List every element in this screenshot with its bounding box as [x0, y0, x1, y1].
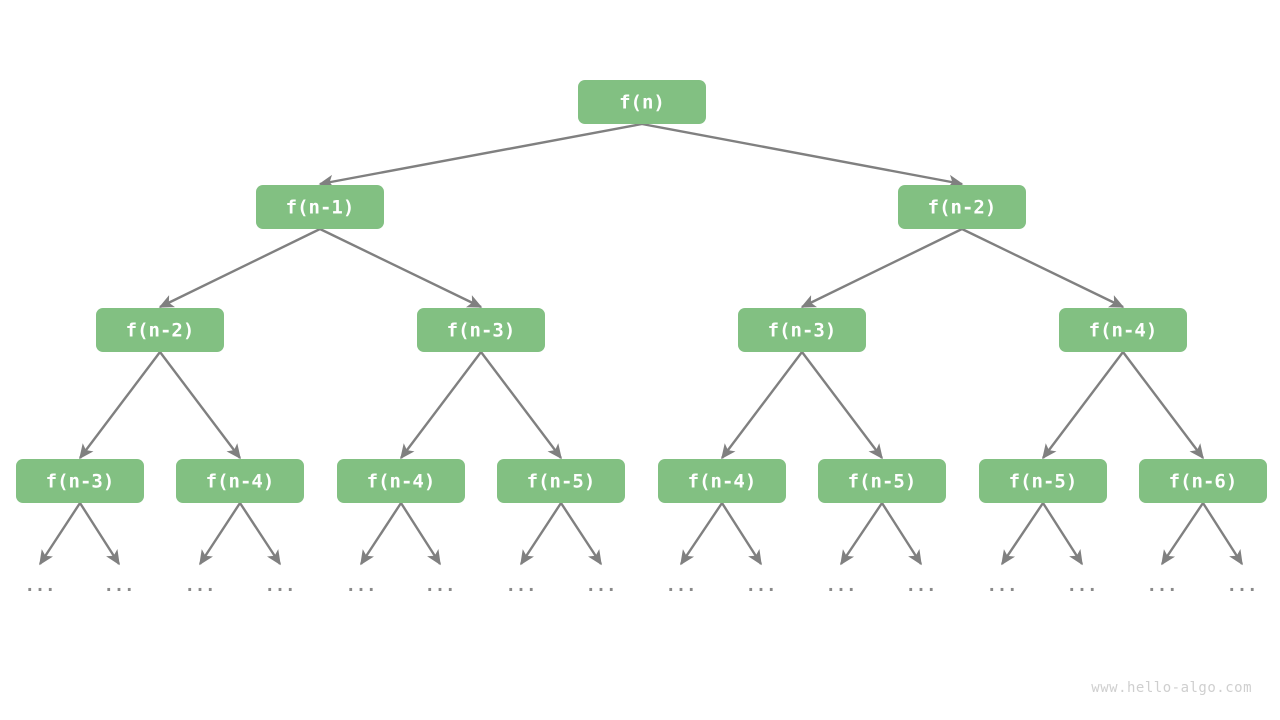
tree-node[interactable]: f(n-4) — [1059, 308, 1187, 352]
ellipsis-marker: ... — [185, 576, 216, 596]
edges-layer — [38, 122, 1244, 566]
tree-edge — [641, 122, 964, 189]
tree-edge — [480, 351, 562, 460]
tree-edge — [238, 502, 282, 566]
tree-edge — [800, 227, 963, 309]
ellipsis-marker: ... — [425, 576, 456, 596]
node-box — [979, 459, 1107, 503]
ellipsis-marker: ... — [1147, 576, 1178, 596]
node-box — [658, 459, 786, 503]
tree-node[interactable]: f(n-5) — [818, 459, 946, 503]
ellipses-layer: ........................................… — [25, 576, 1258, 596]
tree-edge — [38, 502, 82, 566]
tree-edge — [801, 351, 883, 460]
tree-node[interactable]: f(n) — [578, 80, 706, 124]
tree-edge — [1122, 351, 1204, 460]
node-label: f(n-5) — [1009, 471, 1078, 493]
node-label: f(n-4) — [367, 471, 436, 493]
node-box — [578, 80, 706, 124]
node-box — [417, 308, 545, 352]
node-label: f(n-3) — [447, 320, 516, 342]
ellipsis-marker: ... — [346, 576, 377, 596]
ellipsis-marker: ... — [987, 576, 1018, 596]
tree-node[interactable]: f(n-5) — [497, 459, 625, 503]
ellipsis-marker: ... — [104, 576, 135, 596]
node-box — [497, 459, 625, 503]
ellipsis-marker: ... — [25, 576, 56, 596]
tree-edge — [78, 502, 121, 566]
tree-node[interactable]: f(n-4) — [176, 459, 304, 503]
tree-node[interactable]: f(n-2) — [96, 308, 224, 352]
tree-edge — [399, 502, 442, 566]
tree-edge — [1001, 502, 1044, 566]
node-box — [16, 459, 144, 503]
ellipsis-marker: ... — [826, 576, 857, 596]
tree-edge — [680, 502, 723, 566]
tree-edge — [519, 502, 563, 566]
tree-node[interactable]: f(n-4) — [337, 459, 465, 503]
tree-edge — [559, 502, 603, 566]
tree-node[interactable]: f(n-3) — [417, 308, 545, 352]
node-box — [1059, 308, 1187, 352]
tree-edge — [1042, 351, 1124, 460]
tree-edge — [198, 502, 242, 566]
node-box — [96, 308, 224, 352]
tree-edge — [961, 227, 1125, 309]
node-box — [1139, 459, 1267, 503]
node-label: f(n-3) — [46, 471, 115, 493]
node-label: f(n-4) — [206, 471, 275, 493]
tree-edge — [159, 351, 241, 460]
tree-edge — [840, 502, 883, 566]
tree-edge — [319, 227, 483, 309]
tree-edge — [400, 351, 482, 460]
tree-edge — [721, 351, 803, 460]
watermark-label: www.hello-algo.com — [1091, 680, 1252, 696]
tree-node[interactable]: f(n-5) — [979, 459, 1107, 503]
node-label: f(n-3) — [768, 320, 837, 342]
node-label: f(n-6) — [1169, 471, 1238, 493]
node-label: f(n-2) — [126, 320, 195, 342]
tree-edge — [880, 502, 923, 566]
ellipsis-marker: ... — [506, 576, 537, 596]
ellipsis-marker: ... — [746, 576, 777, 596]
tree-edge — [1161, 502, 1204, 566]
ellipsis-marker: ... — [265, 576, 296, 596]
tree-edge — [79, 351, 161, 460]
node-box — [176, 459, 304, 503]
tree-edge — [720, 502, 763, 566]
tree-node[interactable]: f(n-3) — [16, 459, 144, 503]
ellipsis-marker: ... — [1227, 576, 1258, 596]
node-box — [256, 185, 384, 229]
node-label: f(n-1) — [286, 197, 355, 219]
node-box — [898, 185, 1026, 229]
tree-node[interactable]: f(n-3) — [738, 308, 866, 352]
node-label: f(n-5) — [848, 471, 917, 493]
node-box — [337, 459, 465, 503]
node-label: f(n-2) — [928, 197, 997, 219]
node-label: f(n-4) — [688, 471, 757, 493]
tree-edge — [359, 502, 403, 566]
node-label: f(n) — [619, 92, 665, 114]
ellipsis-marker: ... — [666, 576, 697, 596]
tree-edge — [1201, 502, 1244, 566]
tree-node[interactable]: f(n-4) — [658, 459, 786, 503]
node-label: f(n-4) — [1089, 320, 1158, 342]
tree-node[interactable]: f(n-1) — [256, 185, 384, 229]
ellipsis-marker: ... — [586, 576, 617, 596]
ellipsis-marker: ... — [1067, 576, 1098, 596]
tree-edge — [1041, 502, 1084, 566]
node-box — [818, 459, 946, 503]
tree-edge — [158, 227, 321, 309]
nodes-layer: f(n) f(n-1) f(n-2) f(n-2) f(n-3) f(n-3) f(n-4)… — [16, 80, 1267, 503]
node-label: f(n-5) — [527, 471, 596, 493]
node-box — [738, 308, 866, 352]
ellipsis-marker: ... — [906, 576, 937, 596]
tree-node[interactable]: f(n-2) — [898, 185, 1026, 229]
tree-edge — [318, 122, 643, 189]
tree-node[interactable]: f(n-6) — [1139, 459, 1267, 503]
